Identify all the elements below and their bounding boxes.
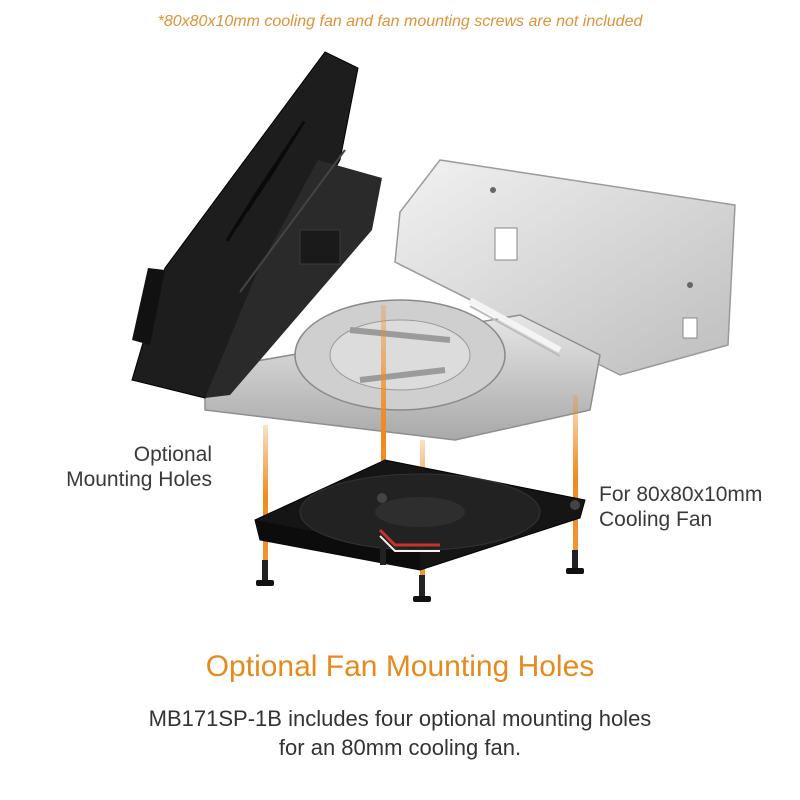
description: MB171SP-1B includes four optional mounti… (0, 704, 800, 762)
cooling-fan (254, 459, 586, 571)
cooling-fan-label: For 80x80x10mm Cooling Fan (599, 482, 789, 532)
label-line: For 80x80x10mm (599, 483, 763, 506)
screw-2 (380, 545, 386, 565)
optional-mounting-holes-label: Optional Mounting Holes (40, 442, 212, 492)
headline: Optional Fan Mounting Holes (205, 650, 595, 683)
description-line: MB171SP-1B includes four optional mounti… (148, 706, 652, 731)
product-illustration (131, 51, 736, 602)
label-line: Mounting Holes (66, 468, 212, 491)
screw-1 (256, 560, 274, 586)
screw-4 (566, 550, 584, 574)
description-line: for an 80mm cooling fan. (278, 735, 522, 760)
main-black-bracket (131, 51, 382, 399)
mounting-screws (256, 545, 584, 602)
screw-3 (413, 575, 431, 602)
disclaimer-note: *80x80x10mm cooling fan and fan mounting… (157, 13, 643, 30)
side-bracket-plate (394, 159, 736, 376)
label-line: Optional (133, 443, 212, 466)
label-line: Cooling Fan (599, 508, 713, 531)
drive-tray (204, 297, 601, 441)
